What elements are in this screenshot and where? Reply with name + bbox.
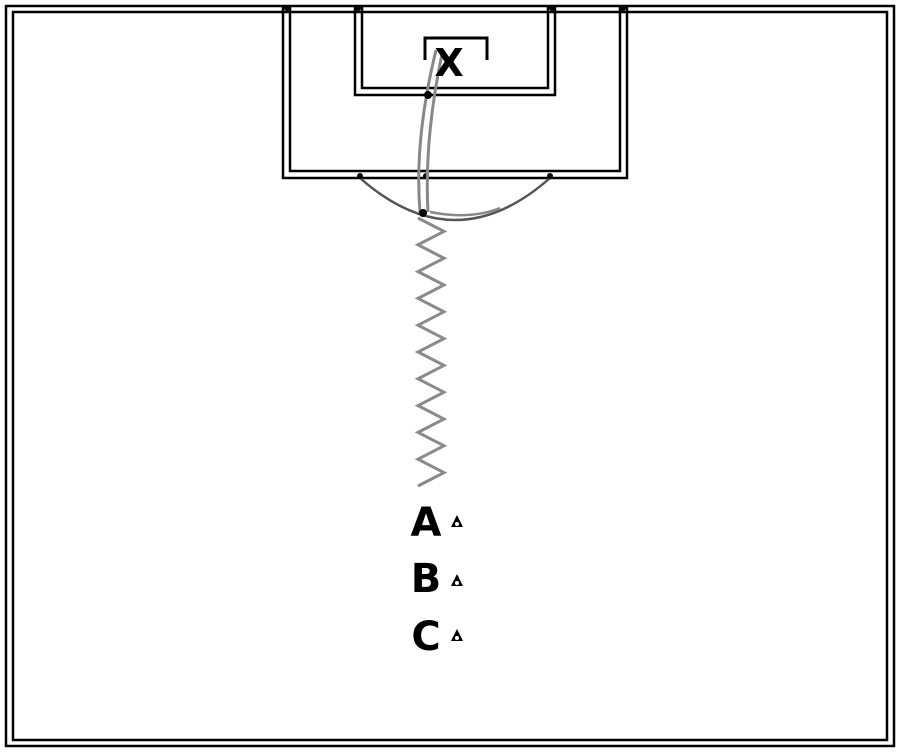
player-label-a: A xyxy=(411,500,442,546)
pitch-border xyxy=(4,4,896,748)
penalty-arc xyxy=(359,177,551,222)
goal-area xyxy=(353,6,557,97)
return-run-path xyxy=(429,206,501,217)
dribble-path xyxy=(414,216,448,488)
path-nodes xyxy=(419,91,432,217)
goal-marker-bracket xyxy=(423,36,489,60)
goalkeeper-marker: X xyxy=(434,41,463,85)
player-c: C xyxy=(411,614,463,660)
player-label-b: B xyxy=(411,556,442,602)
cone-icon xyxy=(451,629,463,641)
junction-dots xyxy=(284,5,626,179)
player-a: A xyxy=(411,500,463,546)
cone-icon xyxy=(451,515,463,527)
player-label-c: C xyxy=(411,614,440,660)
run-path xyxy=(417,49,444,213)
player-b: B xyxy=(411,556,463,602)
penalty-area xyxy=(281,6,629,180)
cone-icon xyxy=(451,574,463,586)
